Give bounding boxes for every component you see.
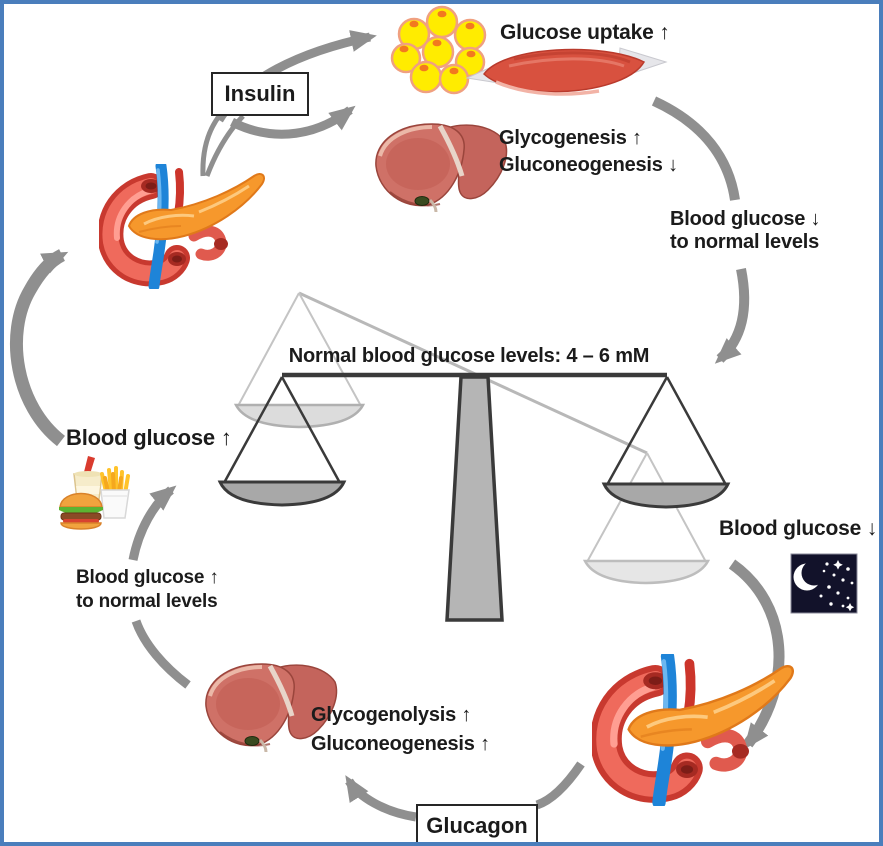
blood-glucose-down-line: Blood glucose ↓: [670, 208, 821, 230]
to-normal-levels-line: to normal levels: [76, 591, 218, 612]
glucagon-box: Glucagon: [416, 804, 538, 842]
pancreas-icon: [110, 166, 264, 286]
to-normal-levels-line: to normal levels: [670, 231, 820, 253]
gluconeogenesis-up-label: Gluconeogenesis ↑: [311, 733, 490, 755]
skeletal-muscle-icon: [465, 47, 668, 96]
fast-food-icon: [59, 456, 130, 530]
diagram-graphics: [9, 5, 858, 822]
blood-glucose-down-label: Blood glucose ↓: [719, 517, 878, 540]
insulin-box: Insulin: [211, 72, 309, 116]
glycogenesis-label: Glycogenesis ↑: [499, 127, 642, 149]
blood-glucose-up-line: Blood glucose ↑: [76, 567, 219, 588]
glycogenolysis-label: Glycogenolysis ↑: [311, 704, 472, 726]
fat-cells-icon: [390, 5, 487, 95]
glucose-uptake-label: Glucose uptake ↑: [500, 21, 670, 44]
blood-glucose-down-to-normal-label: Blood glucose ↓ to normal levels: [670, 208, 821, 254]
insulin-label: Insulin: [224, 81, 296, 106]
blood-glucose-up-to-normal-label: Blood glucose ↑ to normal levels: [76, 566, 219, 614]
scale-title: Normal blood glucose levels: 4 – 6 mM: [288, 345, 650, 367]
night-sky-icon: [790, 553, 858, 614]
blood-glucose-up-label: Blood glucose ↑: [66, 425, 232, 450]
liver-icon: [376, 124, 507, 212]
gluconeogenesis-down-label: Gluconeogenesis ↓: [499, 154, 678, 176]
balance-scale-icon: [217, 291, 731, 622]
pancreas-icon: [606, 656, 793, 802]
glucagon-label: Glucagon: [426, 813, 528, 838]
